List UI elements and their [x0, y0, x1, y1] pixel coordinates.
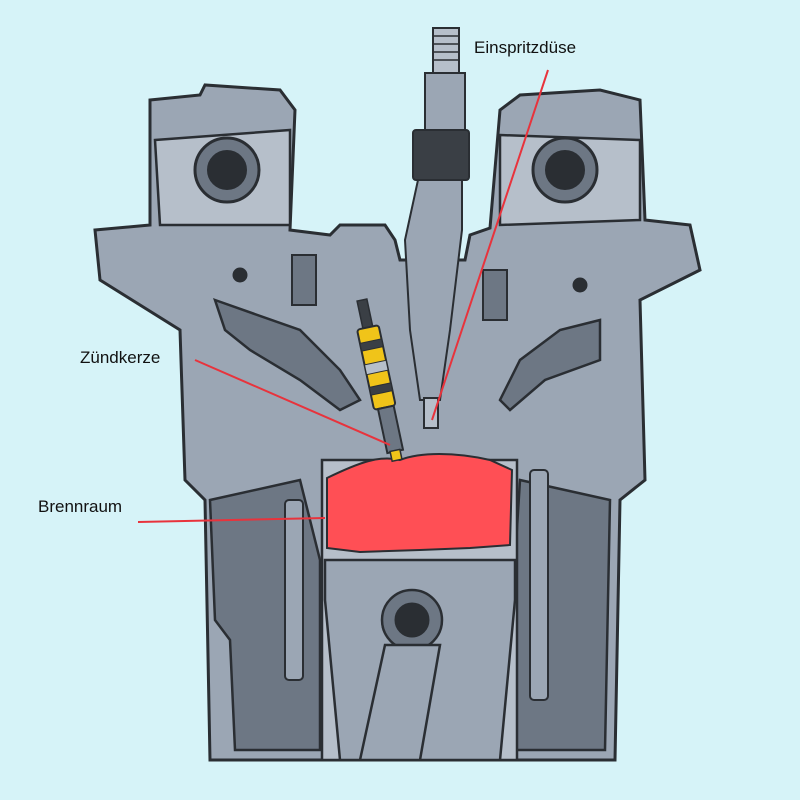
- injector-upper-body: [424, 72, 466, 134]
- left-bolt-hole-inner: [207, 150, 247, 190]
- injector-thread-top: [432, 27, 460, 74]
- left-thread-insert: [291, 254, 317, 306]
- right-coolant-channel: [529, 469, 549, 701]
- left-port: [213, 297, 362, 412]
- left-small-hole: [232, 267, 248, 283]
- spark-plug: [356, 298, 405, 463]
- connecting-rod: [358, 643, 442, 762]
- right-bolt-hole-inner: [545, 150, 585, 190]
- wrist-pin-hole: [394, 602, 430, 638]
- injector-tip: [423, 397, 439, 429]
- combustion-chamber-label: Brennraum: [38, 497, 123, 516]
- right-thread-insert: [482, 269, 508, 321]
- combustion-chamber-leader-line: [137, 517, 326, 523]
- injector-leader-line: [431, 69, 549, 421]
- right-small-hole: [572, 277, 588, 293]
- injector-lower-body: [403, 179, 463, 401]
- spark-plug-tip: [389, 448, 403, 463]
- spark-plug-label: Zündkerze: [80, 348, 161, 367]
- right-port: [498, 318, 602, 412]
- left-coolant-channel: [284, 499, 304, 681]
- injector-label: Einspritzdüse: [474, 38, 577, 57]
- spark-plug-leader-line: [194, 359, 391, 446]
- injector: [403, 27, 470, 429]
- injector-dark-collar: [412, 129, 470, 181]
- combustion-chamber: [326, 453, 514, 554]
